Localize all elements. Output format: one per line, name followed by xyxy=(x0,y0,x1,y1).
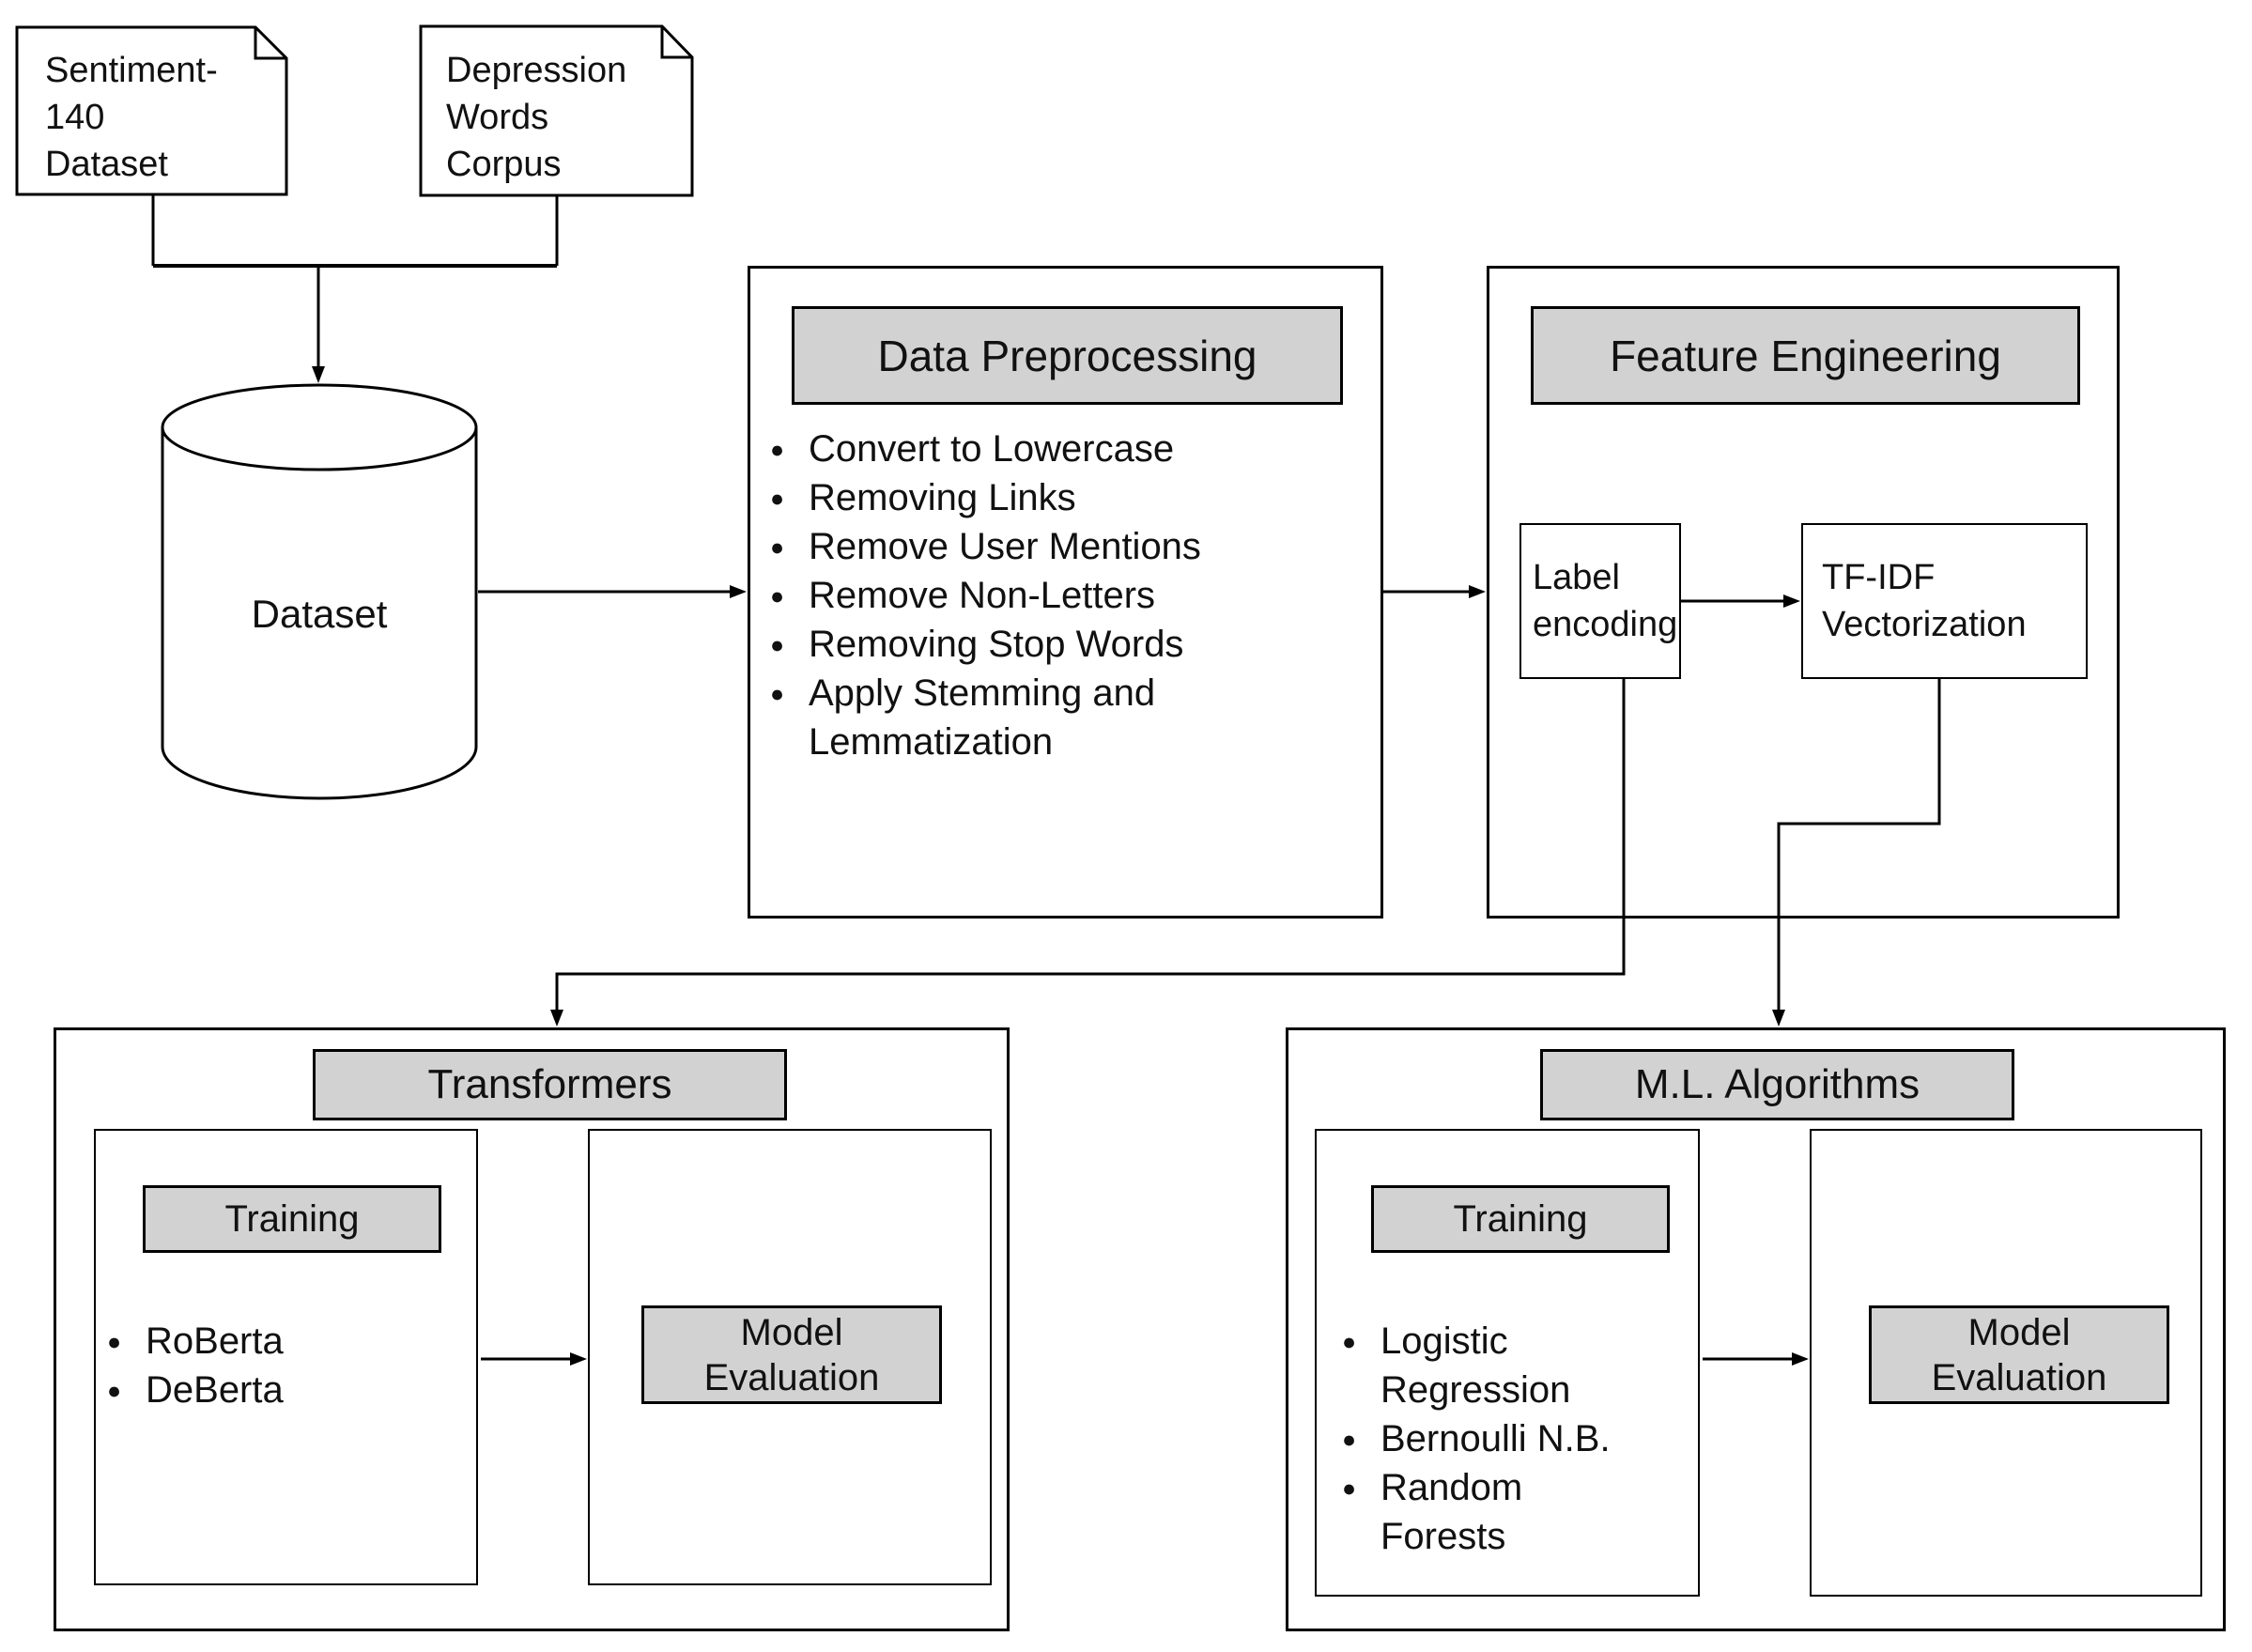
sentiment-doc-label: Sentiment- 140 Dataset xyxy=(45,51,218,184)
ml-model-evaluation: Model Evaluation xyxy=(1869,1305,2169,1404)
list-item: Remove User Mentions xyxy=(757,522,1302,572)
list-item: Removing Stop Words xyxy=(757,620,1302,670)
document-shape-depression xyxy=(419,24,694,197)
label-encoding-box: Label encoding xyxy=(1519,523,1681,679)
folded-corner-icon xyxy=(254,27,286,60)
list-item: Random Forests xyxy=(1329,1463,1639,1561)
list-item: Convert to Lowercase xyxy=(757,425,1302,474)
transformers-training-title: Training xyxy=(143,1185,441,1253)
transformers-title: Transformers xyxy=(313,1049,787,1120)
transformers-eval-box xyxy=(588,1129,992,1585)
feature-engineering-box xyxy=(1487,266,2120,919)
depression-doc-label: Depression Words Corpus xyxy=(446,51,627,184)
ml-eval-box xyxy=(1810,1129,2202,1597)
database-cylinder-top xyxy=(161,383,478,471)
transformers-box xyxy=(54,1027,1010,1631)
list-item: Removing Links xyxy=(757,473,1302,523)
connector-labelenc-to-transformers xyxy=(550,679,1626,1027)
tfidf-vectorization-box: TF-IDF Vectorization xyxy=(1801,523,2088,679)
list-item: DeBerta xyxy=(94,1366,413,1415)
dataset-label: Dataset xyxy=(251,592,388,636)
data-preprocessing-box xyxy=(748,266,1383,919)
data-preprocessing-title: Data Preprocessing xyxy=(792,306,1343,405)
ml-training-title: Training xyxy=(1371,1185,1670,1253)
ml-models-list: Logistic Regression Bernoulli N.B. Rando… xyxy=(1329,1317,1639,1561)
feature-engineering-title: Feature Engineering xyxy=(1531,306,2080,405)
list-item: Bernoulli N.B. xyxy=(1329,1414,1639,1464)
list-item: Remove Non-Letters xyxy=(757,571,1302,621)
transformers-model-evaluation: Model Evaluation xyxy=(641,1305,942,1404)
ml-algorithms-box xyxy=(1286,1027,2226,1631)
database-cylinder-shape xyxy=(161,427,478,800)
folded-corner-icon xyxy=(660,26,692,59)
ml-algorithms-title: M.L. Algorithms xyxy=(1540,1049,2014,1120)
list-item: Apply Stemming and Lemmatization xyxy=(757,669,1302,766)
document-shape-sentiment xyxy=(15,25,288,196)
list-item: RoBerta xyxy=(94,1317,413,1366)
ml-training-box xyxy=(1315,1129,1700,1597)
transformers-models-list: RoBerta DeBerta xyxy=(94,1317,413,1415)
list-item: Logistic Regression xyxy=(1329,1317,1639,1414)
preprocessing-list: Convert to Lowercase Removing Links Remo… xyxy=(757,425,1302,766)
